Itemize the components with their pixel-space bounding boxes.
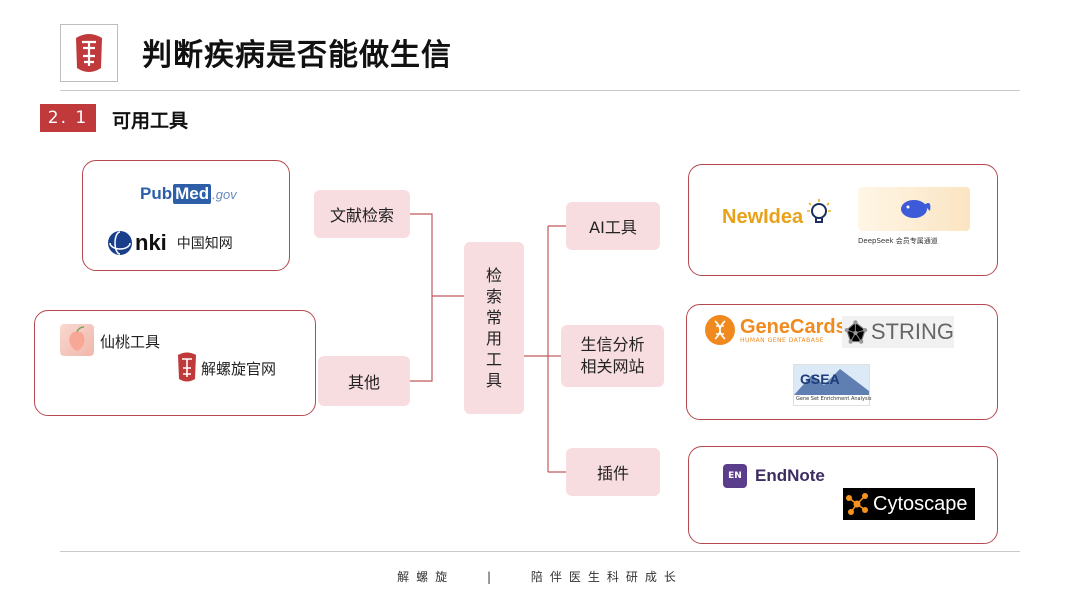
category-ai-tools: AI工具 [566, 202, 660, 250]
gsea-mountain-icon [794, 365, 869, 395]
cnki-text: nki [135, 230, 167, 255]
footer: 解螺旋 | 陪伴医生科研成长 [0, 568, 1080, 585]
jieluoxuan-logo-icon [176, 350, 198, 384]
header-divider [60, 90, 1020, 91]
gsea-text: GSEA [800, 371, 840, 387]
pubmed-text-a: Pub [140, 184, 173, 203]
cnki-logo[interactable]: nki 中国知网 [106, 229, 233, 257]
cytoscape-text: Cytoscape [873, 492, 968, 515]
newidea-logo[interactable]: NewIdea [722, 206, 803, 229]
deepseek-caption: DeepSeek 会员专属通道 [858, 237, 938, 245]
category-bioinformatics-sites: 生信分析 相关网站 [561, 325, 664, 387]
xiantao-peach-icon [60, 324, 94, 356]
lightbulb-icon [807, 199, 831, 223]
genecards-dna-icon [705, 315, 735, 345]
footer-separator: | [486, 570, 499, 584]
string-network-icon [844, 320, 868, 344]
cnki-chinese-label: 中国知网 [176, 236, 233, 252]
deepseek-banner[interactable] [858, 187, 970, 231]
cnki-globe-icon [108, 231, 132, 255]
endnote-icon: EN [723, 464, 747, 488]
footer-divider [60, 551, 1020, 552]
genecards-text: GeneCards [740, 315, 847, 338]
page-title: 判断疾病是否能做生信 [142, 38, 452, 73]
newidea-text: NewIdea [722, 206, 804, 228]
category-other: 其他 [318, 356, 410, 406]
genecards-subtitle: HUMAN GENE DATABASE [740, 336, 824, 344]
string-text: STRING [870, 319, 954, 344]
string-logo[interactable]: STRING [842, 316, 954, 348]
section-title: 可用工具 [112, 110, 189, 132]
footer-slogan: 陪伴医生科研成长 [530, 570, 683, 584]
category-plugins: 插件 [566, 448, 660, 496]
logo [60, 24, 118, 82]
pubmed-text-c: .gov [212, 187, 237, 202]
section-number-badge: 2. 1 [40, 104, 96, 132]
gsea-logo[interactable]: GSEA Gene Set Enrichment Analysis [793, 364, 872, 406]
cytoscape-network-icon [846, 493, 868, 515]
genecards-logo[interactable]: GeneCards HUMAN GENE DATABASE [704, 314, 847, 346]
jieluoxuan-label[interactable]: 解螺旋官网 [201, 360, 277, 378]
endnote-label[interactable]: EndNote [755, 466, 825, 485]
pubmed-text-b: Med [173, 184, 212, 204]
deepseek-whale-icon [901, 200, 931, 218]
xiantao-label[interactable]: 仙桃工具 [100, 333, 161, 351]
gsea-subtitle: Gene Set Enrichment Analysis [796, 396, 872, 402]
center-common-tools: 检 索 常 用 工 具 [464, 242, 524, 414]
cytoscape-logo[interactable]: Cytoscape [843, 488, 975, 520]
category-literature-search: 文献检索 [314, 190, 410, 238]
jie-seal-logo-icon [76, 34, 102, 72]
footer-brand: 解螺旋 [397, 570, 455, 584]
